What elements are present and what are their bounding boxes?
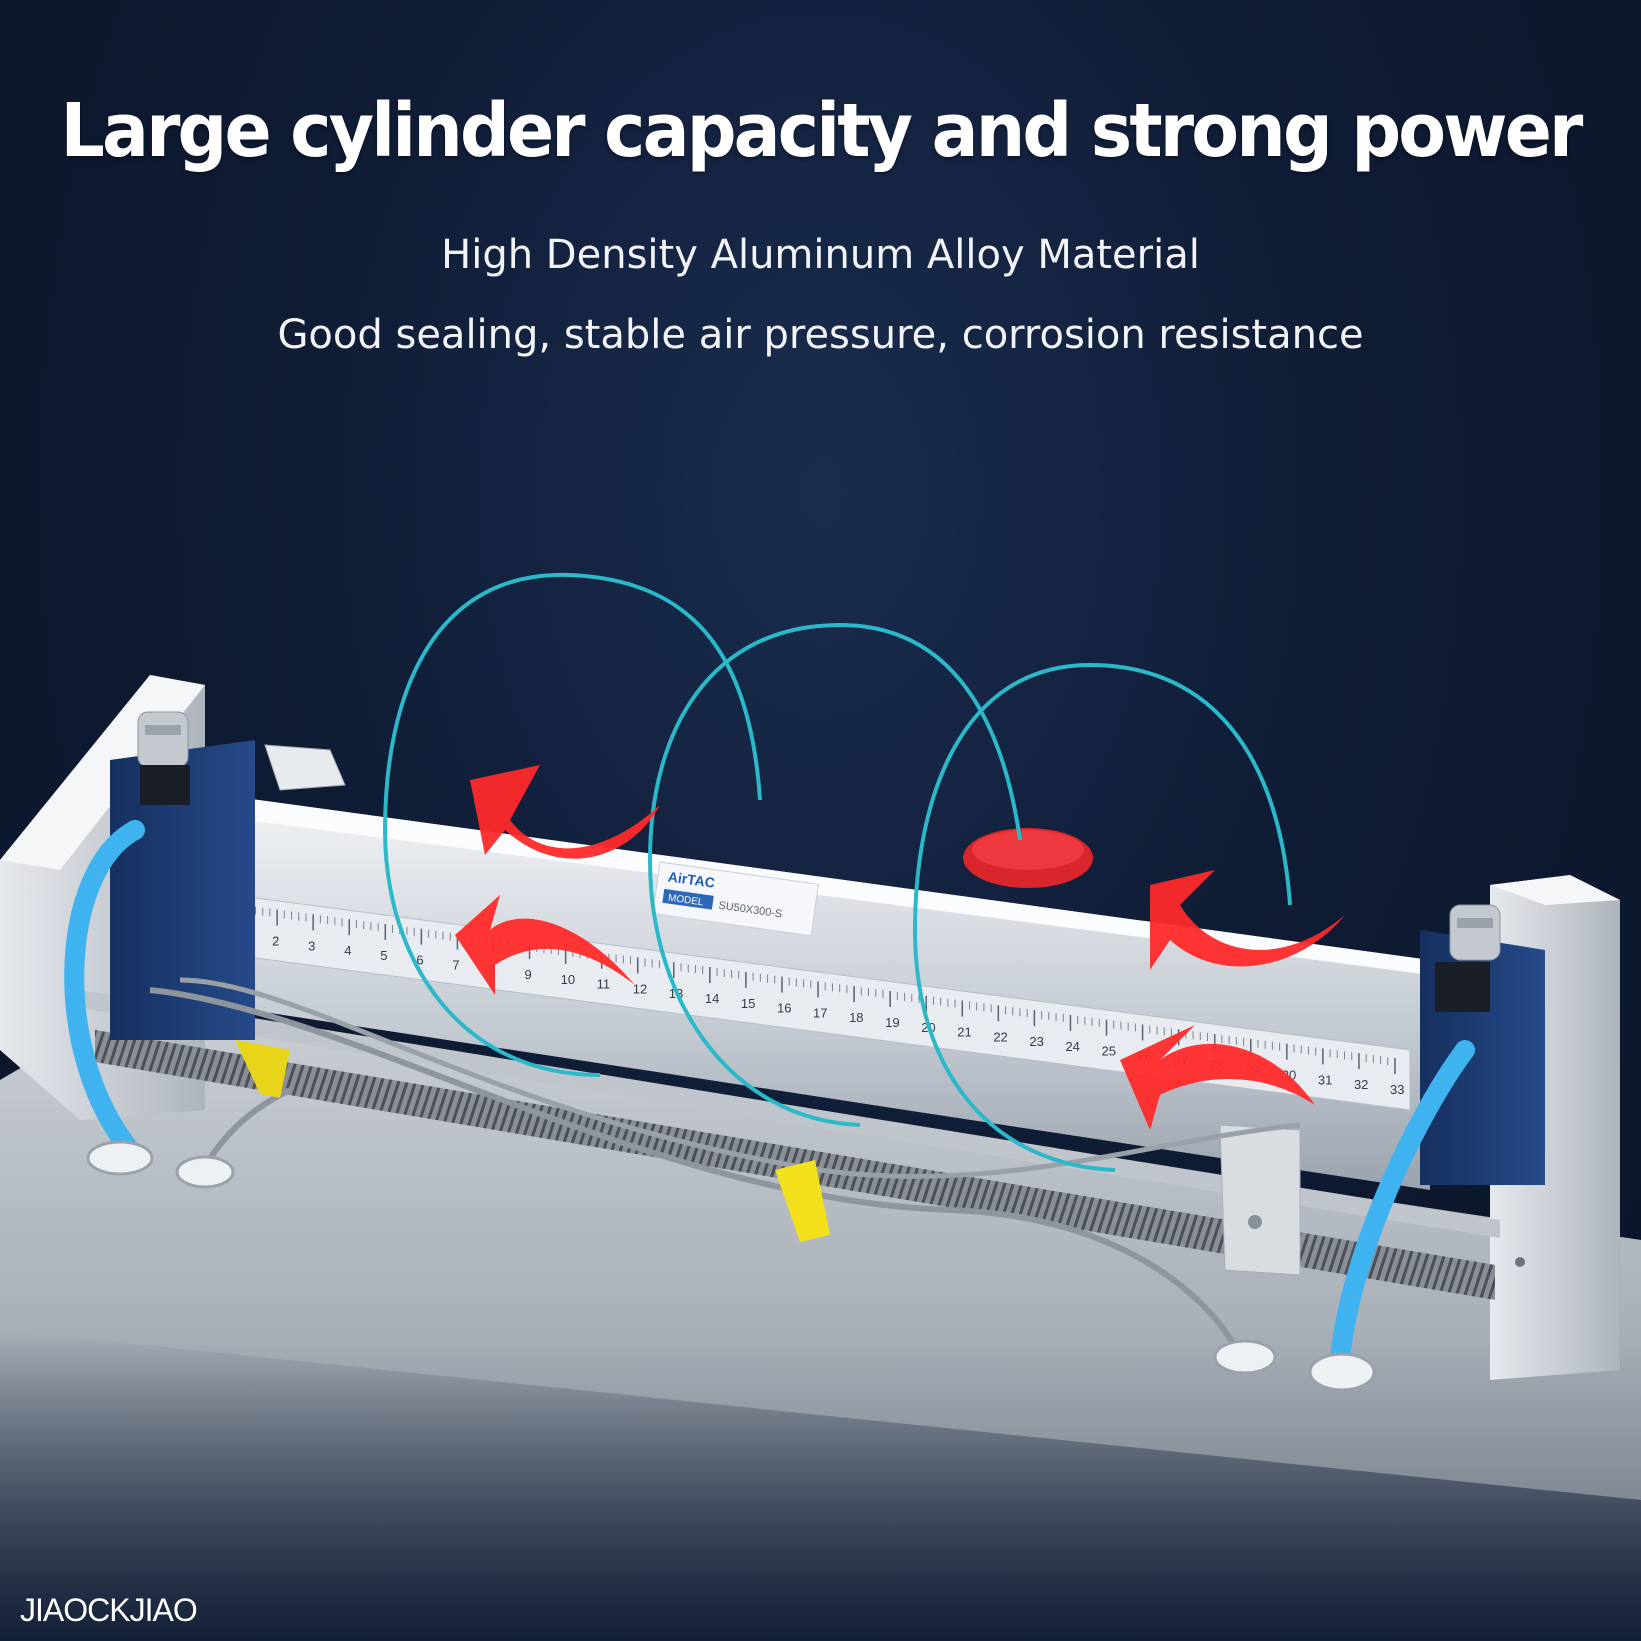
red-arrow-1 — [470, 765, 660, 859]
scale-number: 6 — [416, 953, 423, 968]
model-label: AirTAC MODEL SU50X300-S — [652, 861, 820, 937]
scale-number: 33 — [1390, 1082, 1404, 1097]
scale-number: 24 — [1065, 1039, 1079, 1054]
scale-number: 9 — [525, 967, 532, 982]
airflow-rings — [382, 572, 1292, 1172]
scale-number: 25 — [1102, 1044, 1116, 1059]
red-arrow-2 — [455, 895, 635, 995]
scale-number: 17 — [813, 1005, 827, 1020]
scale-number: 4 — [344, 943, 351, 958]
scale-number: 15 — [741, 996, 755, 1011]
left-tube-grommet — [86, 1140, 154, 1176]
right-tube-grommet — [1308, 1352, 1376, 1392]
airflow-ring-1 — [382, 572, 762, 1077]
right-air-fitting — [1435, 904, 1501, 1012]
pressure-arrows — [455, 765, 1345, 1130]
scale-number: 11 — [597, 977, 611, 992]
sensor-block — [264, 744, 346, 791]
brand-watermark: JIAOCKJIAO — [20, 1592, 198, 1628]
subheading-material: High Density Aluminum Alloy Material — [441, 232, 1200, 278]
scale-number: 12 — [633, 981, 647, 996]
scale-number: 7 — [452, 958, 459, 973]
maker-text: AirTAC — [667, 868, 716, 890]
left-end-cap — [110, 740, 255, 1040]
scale-number: 18 — [849, 1010, 863, 1025]
scale-number: 21 — [957, 1025, 971, 1040]
scale-number: 23 — [1029, 1034, 1043, 1049]
scale-number: 10 — [561, 972, 575, 987]
left-air-fitting — [137, 711, 190, 805]
yellow-cable-tag — [775, 1160, 830, 1242]
scale-number: 3 — [308, 938, 315, 953]
subheading-features: Good sealing, stable air pressure, corro… — [277, 312, 1364, 358]
left-air-tube — [64, 820, 145, 1160]
slide-carriage — [1219, 1124, 1301, 1276]
guide-rod — [80, 990, 1500, 1238]
scale-number: 16 — [777, 1001, 791, 1016]
scale-number: 5 — [380, 948, 387, 963]
red-arrow-3 — [1150, 870, 1345, 970]
scale-number: 14 — [705, 991, 719, 1006]
airflow-ring-2 — [647, 622, 1022, 1127]
scale-number: 19 — [885, 1015, 899, 1030]
scale-number: 31 — [1318, 1072, 1332, 1087]
airflow-ring-3 — [912, 662, 1292, 1172]
right-air-tube — [1330, 1040, 1475, 1370]
headline: Large cylinder capacity and strong power — [60, 88, 1583, 174]
scale-number: 2 — [272, 934, 279, 949]
scale-number: 32 — [1354, 1077, 1368, 1092]
red-arrow-4 — [1120, 1025, 1315, 1130]
scale-number: 22 — [993, 1029, 1007, 1044]
model-tag-text: MODEL — [667, 893, 704, 909]
